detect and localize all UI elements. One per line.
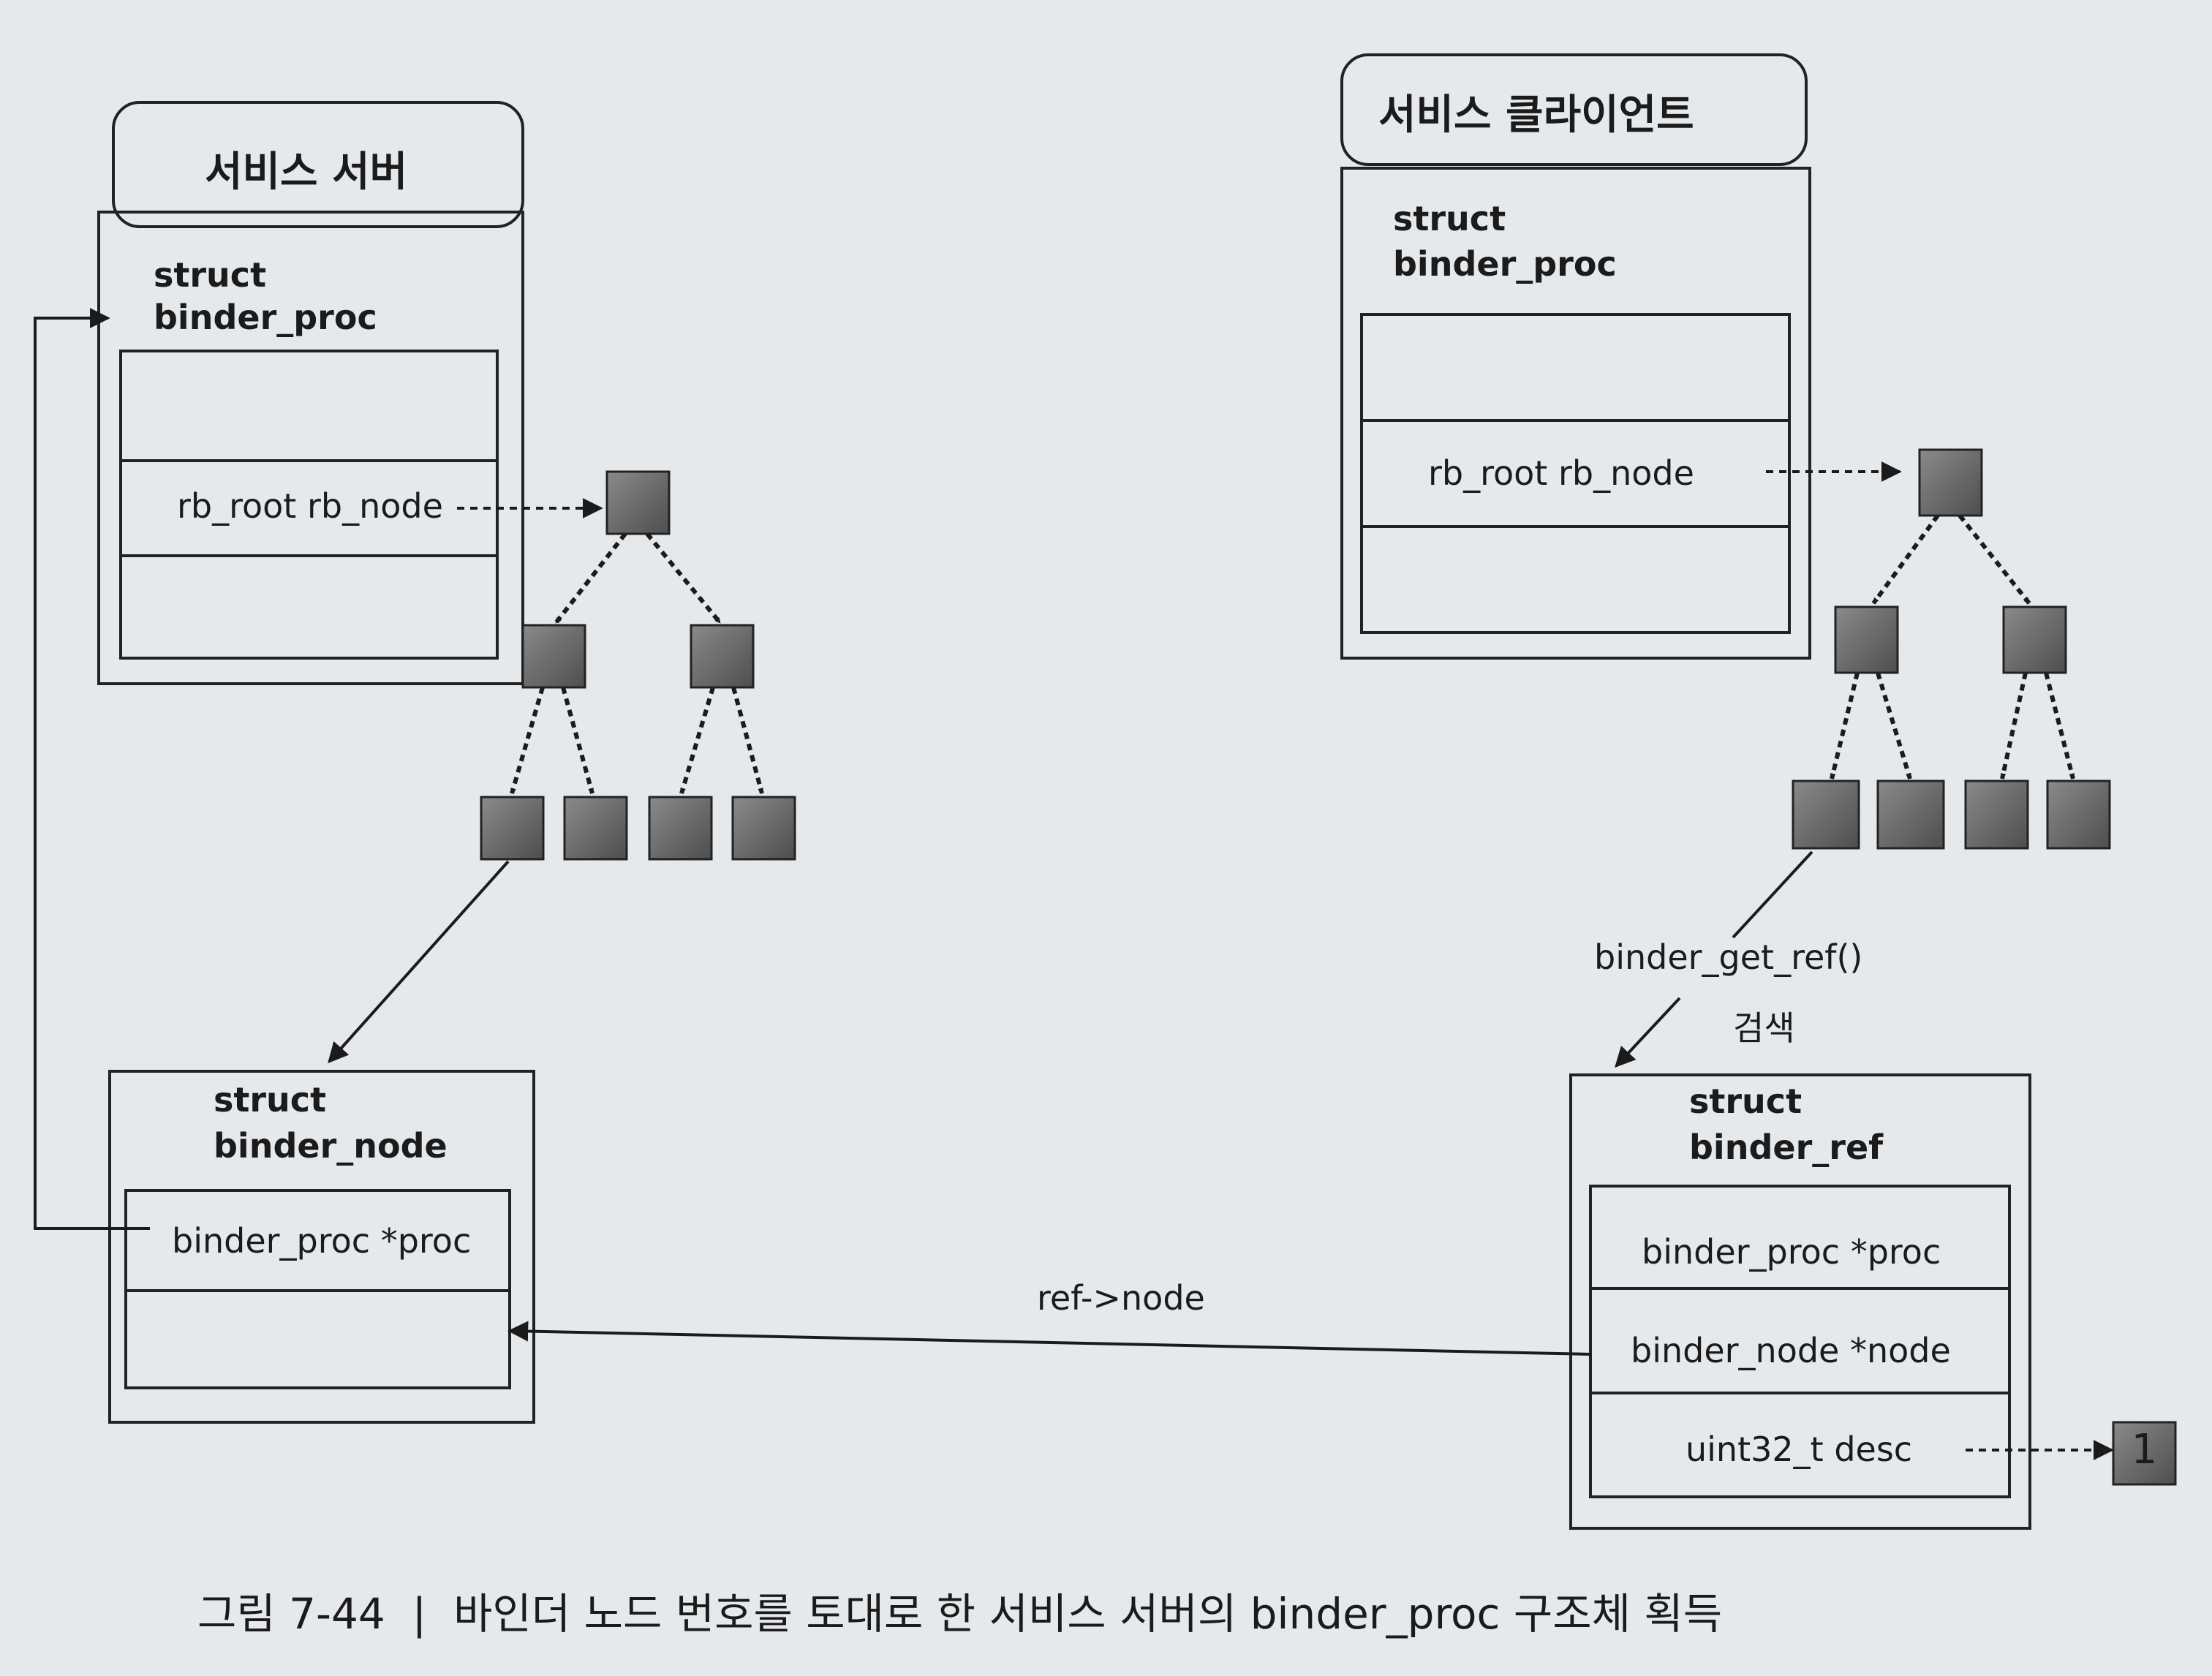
client-ref-node-field: binder_node *node: [1631, 1331, 1951, 1370]
leaf-to-lookup-line: [1732, 850, 1813, 939]
desc-value-box: [2112, 1421, 2177, 1486]
client-title: 서비스 클라이언트: [1378, 91, 1694, 139]
tree-node: [731, 796, 796, 861]
ref-node-label: ref->node: [1037, 1278, 1205, 1318]
client-rb-tree: [1792, 448, 2111, 850]
tree-node: [1964, 780, 2029, 850]
tree-node: [648, 796, 713, 861]
tree-node: [690, 624, 755, 689]
ref-node-arrow: [507, 1321, 1591, 1356]
server-node-struct-name: binder_node: [214, 1126, 448, 1166]
client-proc-box: [1340, 167, 1811, 660]
server-node-box: [108, 1070, 535, 1424]
server-proc-box: [97, 211, 524, 685]
server-title-box: [112, 101, 524, 228]
client-title-box: [1340, 53, 1808, 166]
client-proc-rb-root-field: rb_root rb_node: [1428, 453, 1694, 493]
client-proc-fields: [1360, 313, 1791, 634]
tree-node: [2046, 780, 2111, 850]
client-ref-proc-field: binder_proc *proc: [1642, 1232, 1941, 1272]
server-node-struct-keyword: struct: [214, 1080, 327, 1120]
client-ref-struct-keyword: struct: [1689, 1082, 1803, 1121]
client-ref-struct-name: binder_ref: [1689, 1128, 1884, 1167]
lookup-arrow: [1615, 997, 1681, 1068]
server-proc-struct-keyword: struct: [154, 255, 267, 295]
client-proc-struct-keyword: struct: [1393, 199, 1506, 238]
tree-node: [521, 624, 586, 689]
client-ref-box: [1569, 1073, 2031, 1530]
tree-node: [1834, 605, 1899, 674]
lookup-function-label: binder_get_ref(): [1594, 937, 1863, 977]
tree-node: [480, 796, 545, 861]
figure-caption: 그림 7-44 | 바인더 노드 번호를 토대로 한 서비스 서버의 binde…: [197, 1589, 1723, 1639]
server-proc-struct-name: binder_proc: [154, 298, 377, 337]
server-proc-rb-root-field: rb_root rb_node: [177, 486, 443, 526]
proc-back-pointer-arrow: [34, 308, 150, 1230]
server-node-proc-field: binder_proc *proc: [172, 1221, 472, 1261]
tree-node: [563, 796, 628, 861]
tree-node: [1876, 780, 1945, 850]
server-rb-tree: [480, 470, 796, 861]
client-proc-struct-name: binder_proc: [1393, 244, 1617, 284]
client-ref-fields: [1589, 1185, 2011, 1498]
tree-node: [605, 470, 671, 535]
client-ref-desc-field: uint32_t desc: [1686, 1430, 1913, 1469]
server-title: 서비스 서버: [205, 148, 408, 196]
tree-node: [1918, 448, 1983, 517]
leaf-to-binder-node-arrow: [328, 860, 510, 1064]
lookup-word-label: 검색: [1733, 1008, 1795, 1048]
tree-node: [1792, 780, 1860, 850]
server-proc-fields: [119, 350, 499, 660]
desc-value-text: 1: [2131, 1426, 2158, 1473]
tree-node: [2002, 605, 2067, 674]
